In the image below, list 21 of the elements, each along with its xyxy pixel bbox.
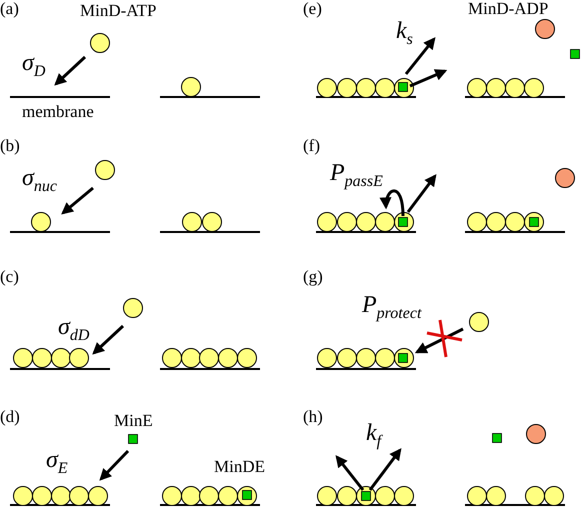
panel-label: (a): [0, 0, 19, 19]
rate-label: σ$_{nuc}$: [22, 165, 57, 196]
rate-label: σ$_{D}$: [22, 50, 46, 80]
rate-label: σ$_{E}$: [46, 447, 68, 478]
rate-label: σ$_{dD}$: [58, 314, 90, 344]
rate-label: k$_{s}$: [396, 18, 413, 48]
rate-label: P$_{protect}$: [362, 292, 422, 322]
panel-label: (e): [303, 0, 322, 19]
panel-label: (d): [0, 408, 20, 427]
molecule-label: MinD-ADP: [468, 0, 548, 19]
molecule-label: MinD-ATP: [80, 2, 157, 21]
molecule-label: MinE: [114, 412, 153, 431]
rate-label: P$_{passE}$: [330, 160, 383, 190]
panel-label: (g): [303, 268, 323, 287]
panel-label: (f): [303, 137, 320, 156]
panel-label: (h): [303, 408, 323, 427]
rate-label: k$_{f}$: [366, 420, 382, 450]
membrane-label: membrane: [22, 103, 94, 122]
panel-label: (b): [0, 137, 20, 156]
molecule-label: MinDE: [214, 458, 265, 477]
panel-label: (c): [0, 268, 19, 287]
